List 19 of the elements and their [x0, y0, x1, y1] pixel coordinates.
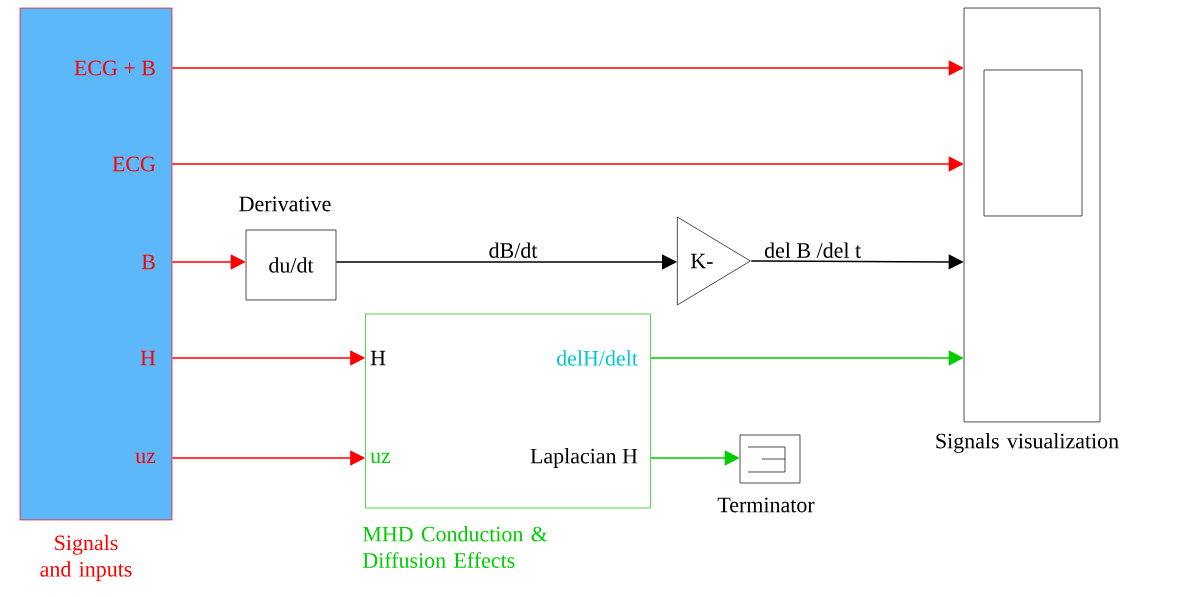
- port-label: ECG + B: [74, 60, 155, 76]
- arrow: [335, 254, 677, 270]
- port-label: B: [141, 254, 155, 270]
- block-caption: MHD Conduction & Diffusion Effects: [363, 526, 548, 568]
- port-label: Laplacian H: [530, 448, 638, 468]
- derivative-block: du/dt: [245, 229, 337, 301]
- block-caption: Terminator: [717, 497, 815, 513]
- port-label: ECG: [112, 156, 156, 172]
- port-label: uz: [370, 452, 391, 464]
- block-caption: Signals visualization: [936, 433, 1119, 453]
- port-label: delH/delt: [556, 350, 638, 366]
- port-label: H: [370, 350, 386, 366]
- port-label: H: [140, 350, 156, 366]
- port-label: uz: [135, 452, 156, 464]
- edge-label: dB/dt: [486, 240, 540, 260]
- gain-triangle: K-: [677, 216, 751, 306]
- block-caption: Signals and inputs: [40, 534, 132, 582]
- block-caption: Derivative: [239, 196, 331, 212]
- edge-label: del B /del t: [762, 240, 863, 260]
